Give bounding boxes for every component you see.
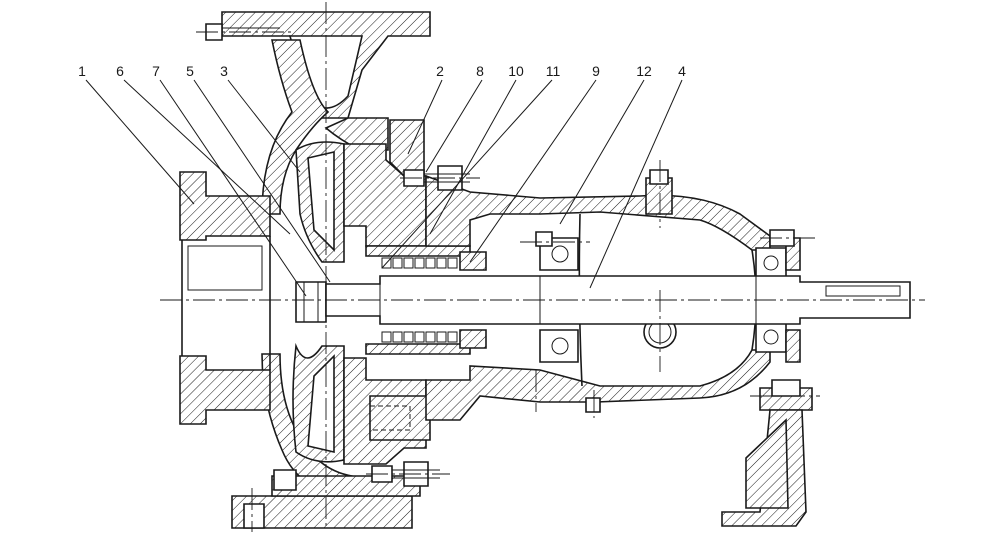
suction-flange	[179, 171, 271, 425]
callout-label-1: 1	[78, 63, 86, 79]
packing-rings-upper	[381, 257, 458, 269]
pump-cover	[343, 119, 431, 465]
callout-label-6: 6	[116, 63, 124, 79]
support-foot	[721, 379, 813, 527]
pump-casing	[221, 11, 431, 529]
callout-label-5: 5	[186, 63, 194, 79]
callout-label-10: 10	[508, 63, 524, 79]
callout-label-9: 9	[592, 63, 600, 79]
packing-rings-lower	[381, 331, 458, 343]
callout-label-8: 8	[476, 63, 484, 79]
callout-label-2: 2	[436, 63, 444, 79]
bearings	[539, 237, 801, 363]
callout-label-11: 11	[546, 63, 561, 79]
bearing-bracket	[425, 169, 771, 421]
callout-label-12: 12	[636, 63, 652, 79]
callout-labels: 1 6 7 5 3 2 8 10 11 9 12 4	[78, 63, 686, 79]
callout-label-4: 4	[678, 63, 686, 79]
callout-leaders	[85, 79, 683, 297]
centerlines	[160, 2, 925, 532]
callout-label-7: 7	[152, 63, 160, 79]
stuffing-box	[365, 245, 487, 355]
callout-label-3: 3	[220, 63, 228, 79]
